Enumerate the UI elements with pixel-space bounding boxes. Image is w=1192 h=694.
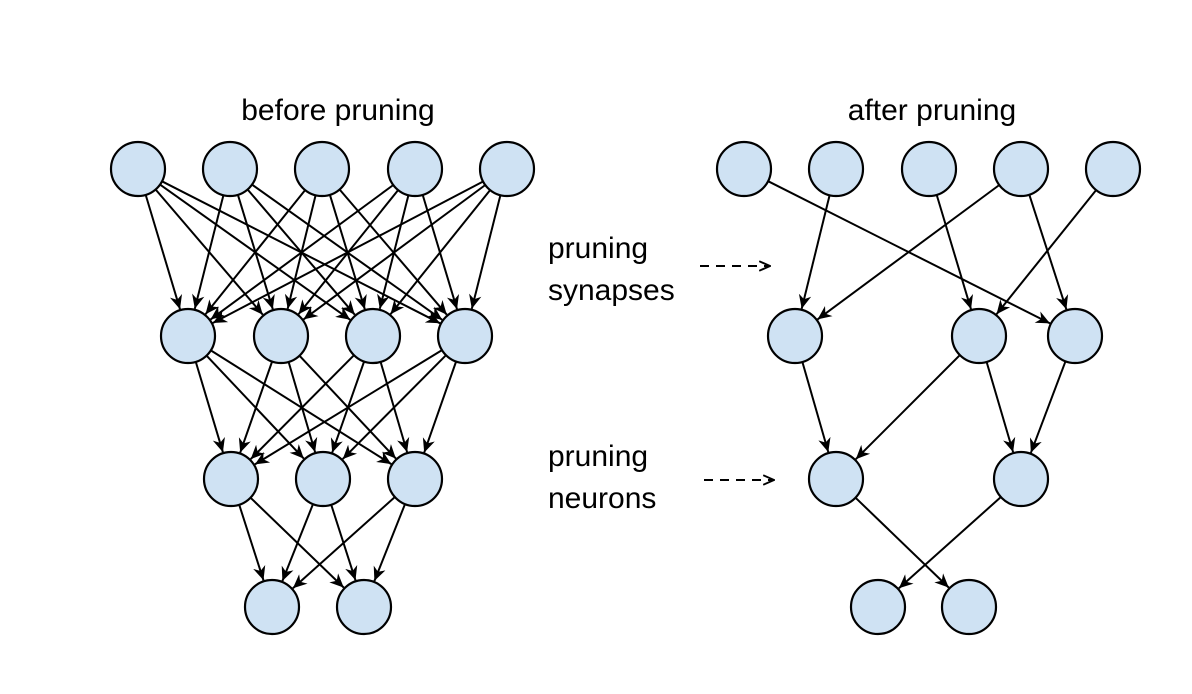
after-neuron-l3-n1 bbox=[940, 578, 998, 636]
before-synapse-l0n4-to-n1 bbox=[302, 184, 486, 321]
before-neuron-l1-n2 bbox=[344, 307, 402, 365]
before-network-edges bbox=[144, 180, 502, 590]
after-neuron-l0-n1 bbox=[807, 140, 865, 198]
after-neuron-l0-n0 bbox=[715, 140, 773, 198]
before-synapse-l1n0-to-n0 bbox=[194, 361, 225, 453]
after-synapse-2 bbox=[935, 194, 974, 310]
pruning-neurons-label-line2: neurons bbox=[548, 482, 656, 515]
before-synapse-l0n3-to-n0 bbox=[210, 184, 394, 321]
before-neuron-l2-n0 bbox=[202, 450, 260, 508]
before-synapse-l0n0-to-n0 bbox=[144, 194, 183, 310]
before-neuron-l2-n1 bbox=[294, 450, 352, 508]
before-neuron-l1-n1 bbox=[252, 307, 310, 365]
before-neuron-l0-n4 bbox=[478, 140, 536, 198]
before-synapse-l0n4-to-n0 bbox=[212, 180, 484, 324]
before-neuron-l0-n0 bbox=[109, 140, 167, 198]
after-synapse-10 bbox=[854, 496, 950, 589]
before-neuron-l2-n2 bbox=[386, 450, 444, 508]
after-network-nodes bbox=[715, 140, 1142, 636]
before-synapse-l2n0-to-n0 bbox=[238, 504, 266, 581]
before-neuron-l3-n1 bbox=[335, 578, 393, 636]
before-neuron-l0-n3 bbox=[386, 140, 444, 198]
after-neuron-l1-n2 bbox=[1046, 307, 1104, 365]
before-neuron-l1-n3 bbox=[436, 307, 494, 365]
after-neuron-l3-n0 bbox=[849, 578, 907, 636]
before-synapse-l2n2-to-n1 bbox=[373, 503, 406, 582]
after-network-edges bbox=[767, 180, 1097, 590]
after-neuron-l1-n1 bbox=[950, 307, 1008, 365]
before-neuron-l1-n0 bbox=[159, 307, 217, 365]
after-synapse-6 bbox=[801, 361, 831, 453]
pruning-synapses-label-line2: synapses bbox=[548, 274, 675, 307]
before-synapse-l2n1-to-n0 bbox=[281, 503, 314, 582]
after-synapse-8 bbox=[985, 361, 1016, 453]
before-synapse-l1n3-to-n2 bbox=[422, 361, 458, 453]
before-synapse-l1n1-to-n0 bbox=[238, 361, 274, 453]
after-synapse-3 bbox=[816, 184, 1000, 321]
after-synapse-11 bbox=[898, 496, 1002, 590]
before-network-nodes bbox=[109, 140, 536, 636]
before-neuron-l0-n1 bbox=[201, 140, 259, 198]
before-synapse-l0n1-to-n0 bbox=[192, 194, 225, 310]
after-synapse-7 bbox=[855, 354, 961, 460]
before-synapse-l1n3-to-n1 bbox=[341, 354, 447, 460]
pruning-neurons-label-line1: pruning bbox=[548, 440, 648, 473]
before-synapse-l1n3-to-n0 bbox=[254, 349, 443, 466]
after-neuron-l2-n0 bbox=[807, 450, 865, 508]
before-synapse-l0n4-to-n3 bbox=[469, 194, 502, 310]
after-neuron-l0-n2 bbox=[900, 140, 958, 198]
after-neuron-l0-n4 bbox=[1084, 140, 1142, 198]
after-pruning-title: after pruning bbox=[848, 94, 1016, 127]
after-neuron-l0-n3 bbox=[992, 140, 1050, 198]
before-synapse-l1n2-to-n0 bbox=[249, 354, 355, 460]
before-pruning-title: before pruning bbox=[241, 94, 434, 127]
before-synapse-l0n4-to-n2 bbox=[389, 189, 491, 315]
before-synapse-l0n2-to-n0 bbox=[204, 189, 306, 315]
after-neuron-l1-n0 bbox=[766, 307, 824, 365]
pruning-neurons-annotation: pruning neurons bbox=[548, 440, 774, 515]
after-neuron-l2-n1 bbox=[992, 450, 1050, 508]
after-synapse-1 bbox=[798, 194, 831, 310]
pruning-synapses-annotation: pruning synapses bbox=[548, 232, 770, 307]
after-synapse-5 bbox=[995, 189, 1097, 315]
before-neuron-l0-n2 bbox=[293, 140, 351, 198]
after-synapse-9 bbox=[1029, 360, 1067, 454]
pruning-synapses-label-line1: pruning bbox=[548, 232, 648, 265]
before-synapse-l2n2-to-n0 bbox=[292, 496, 396, 590]
after-synapse-4 bbox=[1028, 194, 1069, 310]
before-neuron-l3-n0 bbox=[243, 578, 301, 636]
